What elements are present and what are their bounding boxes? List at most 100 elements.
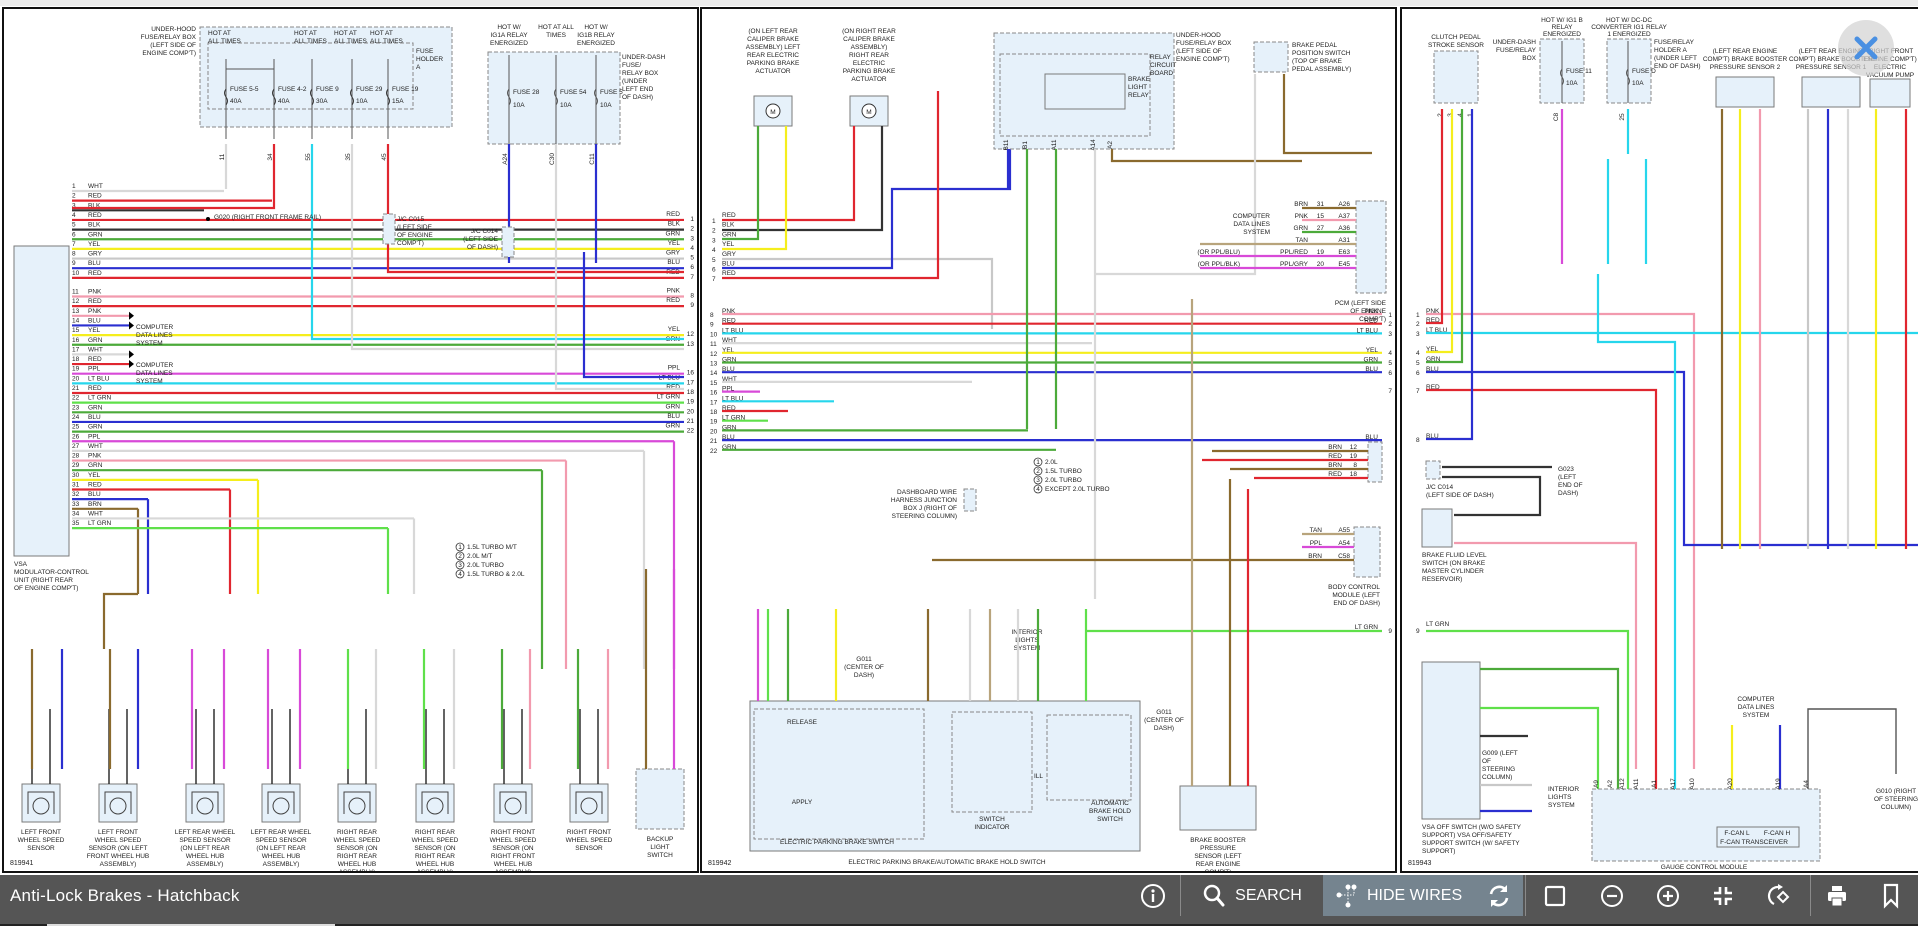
relay-board-label: CIRCUIT [1150, 62, 1176, 69]
fuse-box-label: BOX [1522, 55, 1536, 62]
in-pin: 2 [1416, 321, 1420, 328]
arrow-icon [129, 360, 134, 369]
brake-light-relay [1044, 73, 1126, 110]
fuse-name: FUSE 11 [1566, 68, 1592, 75]
pin-number: 7 [72, 241, 76, 248]
brake-pedal-switch-label: BRAKE PEDAL [1292, 42, 1338, 49]
ground-label: G011 [856, 656, 872, 663]
wire-label: GRN [722, 357, 737, 364]
pin-number: 2 [72, 193, 76, 200]
legend-label: 1.5L TURBO M/T [467, 544, 517, 551]
coil-icon [499, 791, 527, 814]
variant-marker-label: 4 [458, 571, 462, 578]
data-lines-label: SYSTEM [1243, 229, 1270, 236]
relay-pin: A11 [1051, 139, 1058, 150]
gauge-pin: A11 [1633, 778, 1640, 789]
page-view-button[interactable] [1532, 875, 1577, 916]
in-pin: 3 [1416, 331, 1420, 338]
wire [722, 126, 788, 251]
out-wire-color: PNK [667, 288, 681, 295]
toolbar-divider [1525, 875, 1526, 916]
arrow-icon [129, 350, 134, 359]
refresh-button[interactable] [1475, 875, 1523, 916]
wire-label: PNK [722, 308, 736, 315]
pin-wire-color: YEL [88, 241, 101, 248]
coil-icon [104, 791, 132, 814]
in-pin: 1 [712, 218, 716, 225]
bookmark-icon [1883, 883, 1898, 909]
out-pin-number: 3 [690, 235, 694, 242]
refresh-icon [1489, 884, 1509, 907]
pin-number: 33 [72, 501, 80, 508]
jc-wire: RED [1328, 471, 1342, 478]
close-button[interactable] [1838, 20, 1894, 76]
fuse-box-label: ENGINE COMP'T) [142, 50, 196, 57]
brake-pedal-switch-label: POSITION SWITCH [1292, 50, 1351, 57]
supply-label: ALL TIMES [334, 38, 368, 45]
zoom-in-button[interactable] [1645, 875, 1690, 916]
variant-marker-icon [455, 542, 465, 552]
pcm-term: A26 [1338, 201, 1350, 208]
gauge-pin: A2 [1607, 780, 1614, 788]
fuse-relay-holder-a [1606, 38, 1652, 104]
out-pin-number: 9 [690, 302, 694, 309]
info-button[interactable] [1130, 875, 1175, 916]
under-dash-box-label: (UNDER [622, 78, 648, 85]
backup-light-switch [635, 768, 685, 830]
release-label: RELEASE [787, 719, 818, 726]
backup-switch-label: LIGHT [650, 844, 669, 851]
relay-box-label: ENGINE COMP'T) [1176, 56, 1230, 63]
pin-number: 4 [72, 212, 76, 219]
in-pin: 6 [712, 267, 716, 274]
in-pin: 8 [710, 312, 714, 319]
out-pin: 5 [1388, 360, 1392, 367]
booster-label: COMP'T) [1205, 869, 1232, 871]
rotate-button[interactable] [1756, 875, 1801, 916]
booster-label: PRESSURE [1200, 845, 1236, 852]
sensor-label: WHEEL HUB [186, 853, 224, 860]
out-pin-number: 7 [690, 274, 694, 281]
in-pin: 5 [712, 257, 716, 264]
out-pin-number: 4 [690, 245, 694, 252]
sensor-label: RIGHT REAR [415, 853, 455, 860]
pcm-wire: TAN [1295, 237, 1308, 244]
relay-pin: B1 [1022, 141, 1029, 149]
fuse-rating: 10A [560, 102, 572, 109]
actuator-label: ASSEMBLY) LEFT [746, 44, 800, 51]
coil-icon [421, 791, 449, 814]
out-wire-label: PNK [1365, 308, 1379, 315]
coil-icon [27, 791, 55, 814]
scrollbar-thumb[interactable] [47, 924, 335, 926]
pin-number: 27 [72, 443, 80, 450]
in-pin: 4 [712, 247, 716, 254]
zoom-out-button[interactable] [1589, 875, 1634, 916]
fuse-pin: 25 [1619, 113, 1626, 121]
fluid-switch-label: RESERVOIR) [1422, 576, 1462, 583]
pin-number: 17 [72, 346, 80, 353]
wire [1454, 541, 1638, 769]
top-strip [0, 0, 1918, 6]
wire [1426, 312, 1696, 769]
bookmark-button[interactable] [1868, 875, 1913, 916]
actuator-label: ELECTRIC [853, 60, 885, 67]
booster-label: (LEFT REAR ENGINE [1713, 48, 1778, 55]
out-wire-label: GRN [1364, 357, 1379, 364]
junction-label: OF DASH) [467, 244, 498, 251]
jc-wire: BRN [1328, 444, 1342, 451]
supply-label: ALL TIMES [294, 38, 328, 45]
print-button[interactable] [1814, 875, 1859, 916]
compress-icon [1713, 886, 1732, 905]
fcan-h-label: F-CAN H [1764, 830, 1791, 837]
horizontal-scrollbar[interactable] [0, 924, 1918, 926]
bcm-term: A55 [1338, 527, 1350, 534]
pin-wire-color: BRN [88, 501, 102, 508]
search-button[interactable]: SEARCH [1190, 875, 1315, 916]
hide-wires-button[interactable]: HIDE WIRES [1323, 875, 1475, 916]
out-wire-color: RED [666, 384, 680, 391]
vsa-off-label: SUPPORT SWITCH (W/ SAFETY [1422, 840, 1520, 847]
actuator-label: ASSEMBLY) [851, 44, 888, 51]
fit-to-screen-button[interactable] [1700, 875, 1745, 916]
pin-number: 26 [72, 433, 80, 440]
